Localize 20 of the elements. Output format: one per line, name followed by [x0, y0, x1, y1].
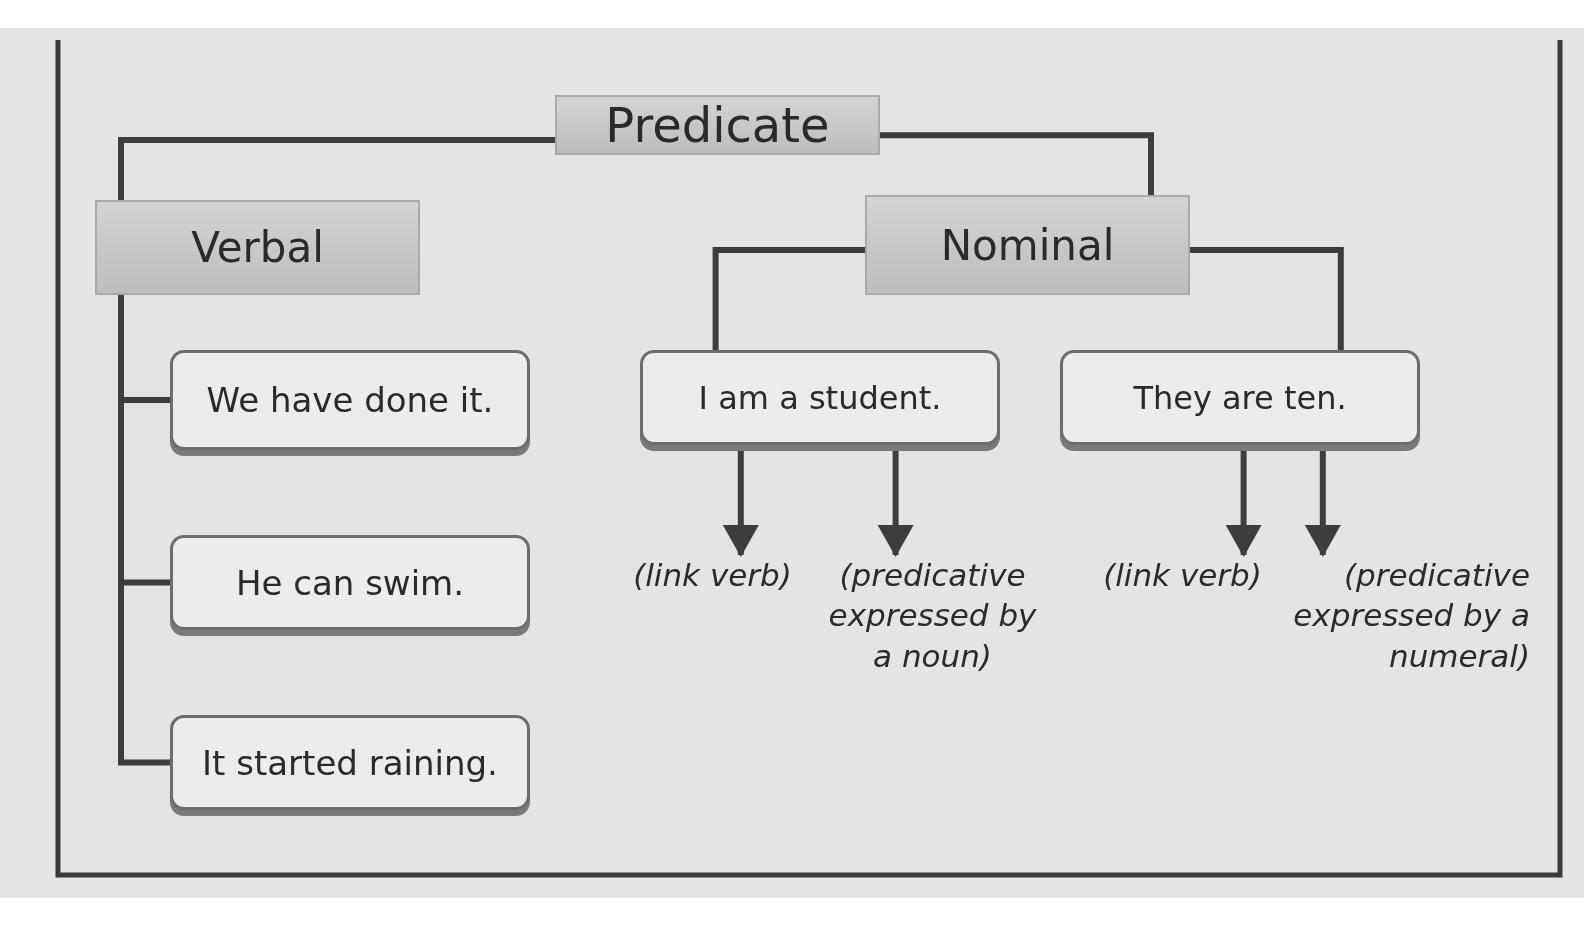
node-label: He can swim. — [235, 562, 465, 603]
annotation-text: (predicative expressed by a noun) — [827, 556, 1038, 676]
predicate-box — [555, 95, 880, 155]
connector-line — [712, 247, 865, 350]
node-label: It started raining. — [202, 742, 498, 783]
node-label: We have done it. — [206, 380, 494, 420]
connector-line — [118, 137, 555, 200]
node-label: They are ten. — [1133, 378, 1347, 417]
category-box — [95, 200, 420, 295]
annotation-text: (predicative expressed by a numeral) — [1292, 556, 1530, 676]
annotation-text: (link verb) — [1103, 556, 1262, 595]
node-label: Verbal — [191, 223, 324, 272]
category-box — [865, 195, 1190, 295]
node-label: I am a student. — [698, 378, 942, 417]
node-label: Predicate — [605, 97, 830, 153]
connector-line — [1190, 247, 1344, 350]
connector-line — [880, 132, 1154, 195]
annotation-text: (link verb) — [633, 556, 792, 595]
node-label: Nominal — [940, 220, 1115, 270]
connector-line — [118, 295, 170, 766]
